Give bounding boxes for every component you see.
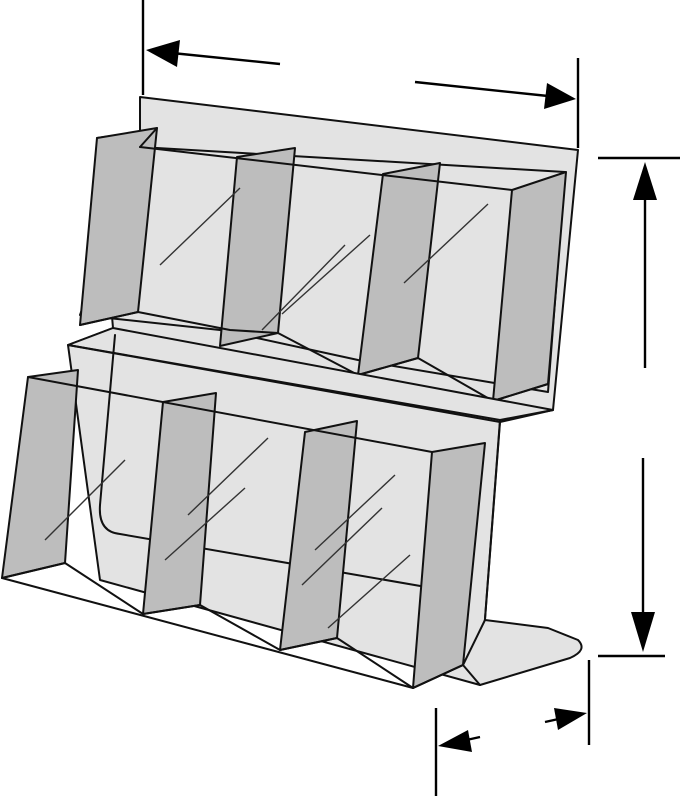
depth-arrow-right [554,708,587,730]
height-arrow-down [631,612,655,652]
glare-mark [261,244,346,331]
glare-mark [159,187,241,266]
glare-mark [187,437,269,516]
height-dimension [598,156,680,658]
glare-mark [44,459,126,541]
width-arrow-left [146,40,180,67]
glare-mark [314,474,396,551]
width-arrow-right [544,83,576,109]
base-foot [412,619,583,689]
glare-mark [281,234,371,315]
upper-tier [79,127,567,402]
glare-mark [403,203,489,284]
glare-mark [164,487,246,561]
width-dimension [141,0,580,148]
lower-divider-left [1,369,79,579]
height-arrow-up [633,162,657,200]
depth-arrow-left [438,730,472,752]
glare-mark [327,554,411,629]
glare-mark [301,507,383,586]
depth-dimension [434,660,591,796]
lower-tier [1,334,486,689]
